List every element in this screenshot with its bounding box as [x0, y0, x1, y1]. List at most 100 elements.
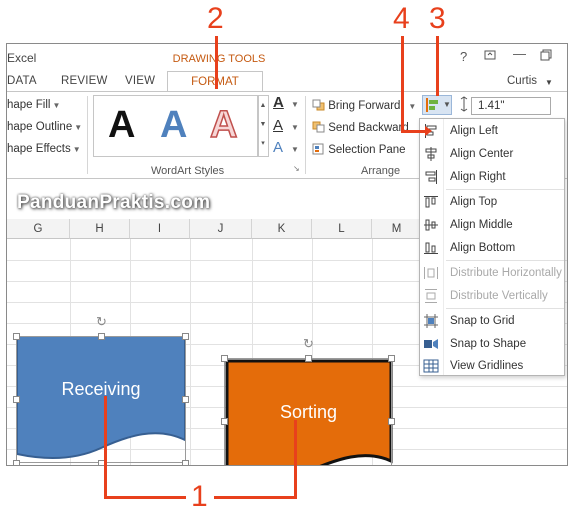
- shape-effects-button[interactable]: hape Effects▼: [7, 143, 81, 155]
- callout-1-line: [214, 496, 297, 499]
- distribute-vertically-icon: [425, 289, 437, 303]
- wordart-style-blue[interactable]: A: [160, 104, 188, 146]
- align-icon: [426, 98, 438, 112]
- menu-item-distribute-horizontally[interactable]: Distribute Horizontally: [420, 262, 564, 284]
- callout-1-line: [294, 420, 297, 498]
- align-button[interactable]: ▼: [422, 95, 452, 115]
- bring-forward-button[interactable]: Bring Forward▼: [312, 99, 416, 112]
- ribbon-display-icon[interactable]: [484, 49, 496, 64]
- text-fill-icon[interactable]: A: [273, 94, 284, 111]
- column-header-g[interactable]: G: [7, 219, 70, 239]
- selection-pane-button[interactable]: Selection Pane: [312, 143, 406, 156]
- column-header-i[interactable]: I: [130, 219, 190, 239]
- column-header-l[interactable]: L: [312, 219, 372, 239]
- resize-handle[interactable]: [13, 396, 20, 403]
- menu-item-align-middle[interactable]: Align Middle: [420, 214, 564, 236]
- wordart-styles-label: WordArt Styles: [151, 165, 225, 177]
- snap-to-shape-icon: [424, 339, 438, 349]
- column-header-k[interactable]: K: [252, 219, 312, 239]
- bring-forward-label: Bring Forward: [328, 100, 401, 112]
- wordart-gallery[interactable]: A A A: [93, 95, 259, 157]
- user-chevron-down-icon[interactable]: ▼: [545, 78, 554, 87]
- menu-item-align-center[interactable]: Align Center: [420, 143, 564, 165]
- gridline: [7, 260, 567, 261]
- resize-handle[interactable]: [13, 333, 20, 340]
- align-middle-icon: [424, 219, 438, 231]
- text-effects-chevron-icon[interactable]: ▼: [291, 145, 299, 154]
- minimize-icon[interactable]: —: [513, 46, 526, 61]
- align-top-icon: [424, 196, 438, 208]
- menu-item-align-right[interactable]: Align Right: [420, 166, 564, 188]
- arrange-label: Arrange: [361, 165, 401, 177]
- resize-handle[interactable]: [388, 418, 395, 425]
- wordart-style-black[interactable]: A: [108, 104, 136, 146]
- menu-item-label: Align Right: [450, 171, 506, 183]
- menu-item-snap-to-shape[interactable]: Snap to Shape: [420, 333, 564, 355]
- shape-fill-button[interactable]: hape Fill▼: [7, 99, 60, 111]
- resize-handle[interactable]: [182, 333, 189, 340]
- receiving-shape[interactable]: [17, 336, 187, 464]
- callout-4-line: [401, 130, 429, 133]
- text-outline-chevron-icon[interactable]: ▼: [291, 123, 299, 132]
- selection-pane-label: Selection Pane: [328, 144, 406, 156]
- chevron-down-icon: ▼: [72, 145, 81, 154]
- text-fill-chevron-icon[interactable]: ▼: [291, 100, 299, 109]
- tab-view[interactable]: VIEW: [125, 75, 156, 87]
- menu-item-align-top[interactable]: Align Top: [420, 191, 564, 213]
- text-effects-icon[interactable]: A: [273, 139, 284, 156]
- send-backward-button[interactable]: Send Backward: [312, 121, 409, 134]
- send-backward-label: Send Backward: [328, 122, 409, 134]
- sorting-label: Sorting: [279, 402, 338, 422]
- gridline: [190, 239, 191, 465]
- text-outline-icon[interactable]: A: [273, 117, 284, 134]
- callout-4-line: [401, 36, 404, 133]
- watermark: PanduanPraktis.com: [17, 192, 211, 213]
- shape-outline-label: hape Outline: [7, 121, 73, 133]
- menu-item-label: Snap to Grid: [450, 315, 515, 327]
- menu-item-snap-to-grid[interactable]: Snap to Grid: [420, 310, 564, 332]
- excel-window: Excel DRAWING TOOLS ? — DATA REVIEW VIEW…: [6, 43, 568, 466]
- column-header-h[interactable]: H: [70, 219, 130, 239]
- menu-item-label: Snap to Shape: [450, 338, 527, 350]
- callout-4-arrow-icon: [425, 126, 432, 136]
- dialog-launcher-icon[interactable]: ↘: [293, 164, 300, 173]
- gridline: [252, 239, 253, 465]
- resize-handle[interactable]: [182, 396, 189, 403]
- distribute-horizontally-icon: [424, 267, 438, 279]
- send-backward-icon: [312, 121, 325, 133]
- menu-item-align-bottom[interactable]: Align Bottom: [420, 237, 564, 259]
- resize-handle[interactable]: [221, 418, 228, 425]
- menu-gutter: [443, 119, 444, 375]
- resize-handle[interactable]: [388, 355, 395, 362]
- chevron-down-icon: ▼: [74, 123, 83, 132]
- help-button[interactable]: ?: [460, 49, 468, 64]
- sorting-shape[interactable]: [225, 359, 393, 466]
- column-header-m[interactable]: M: [372, 219, 422, 239]
- menu-item-label: Align Left: [450, 125, 498, 137]
- menu-item-view-gridlines[interactable]: View Gridlines: [420, 355, 564, 377]
- ribbon-tabs: DATA REVIEW VIEW FORMAT Curtis ▼: [7, 69, 567, 93]
- column-header-j[interactable]: J: [190, 219, 252, 239]
- tab-review[interactable]: REVIEW: [61, 75, 108, 87]
- callout-3: 3: [429, 2, 446, 35]
- restore-icon[interactable]: [540, 49, 552, 64]
- resize-handle[interactable]: [13, 460, 20, 465]
- user-name[interactable]: Curtis: [507, 75, 538, 87]
- rotate-handle-icon[interactable]: ↻: [96, 314, 107, 329]
- tab-data[interactable]: DATA: [7, 75, 37, 87]
- wordart-gallery-scroll[interactable]: ▲▼▾: [257, 95, 269, 157]
- menu-item-distribute-vertically[interactable]: Distribute Vertically: [420, 285, 564, 307]
- ribbon: hape Fill▼ hape Outline▼ hape Effects▼ A…: [7, 91, 567, 179]
- shape-height-input[interactable]: 1.41": [471, 97, 551, 115]
- rotate-handle-icon[interactable]: ↻: [303, 336, 314, 351]
- shape-outline-button[interactable]: hape Outline▼: [7, 121, 82, 133]
- resize-handle[interactable]: [182, 460, 189, 465]
- menu-separator: [446, 260, 564, 261]
- callout-1-line: [104, 496, 186, 499]
- resize-handle[interactable]: [221, 355, 228, 362]
- resize-handle[interactable]: [305, 355, 312, 362]
- gridline: [7, 344, 567, 345]
- menu-item-align-left[interactable]: Align Left: [420, 120, 564, 142]
- resize-handle[interactable]: [98, 333, 105, 340]
- wordart-style-red-outline[interactable]: A: [209, 103, 238, 147]
